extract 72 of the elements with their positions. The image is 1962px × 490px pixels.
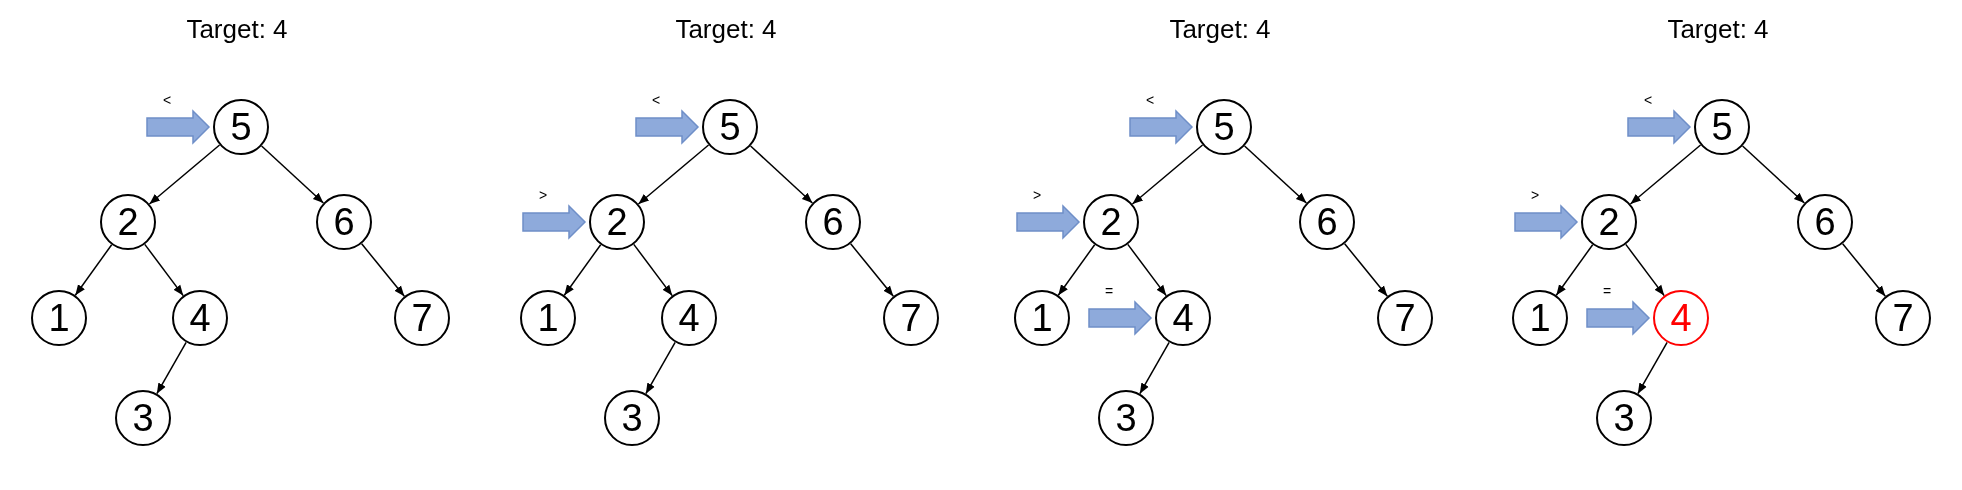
tree-node-circle: 4 <box>1653 290 1709 346</box>
arrow <box>148 144 221 205</box>
arrow <box>360 243 406 297</box>
pointer-arrow <box>635 109 700 145</box>
tree-node-circle: 5 <box>1196 99 1252 155</box>
pointer-arrow <box>1514 204 1579 240</box>
arrow <box>1841 243 1887 297</box>
pointer-arrow <box>1016 204 1081 240</box>
arrow <box>1741 145 1806 204</box>
edge-label: > <box>1529 188 1542 202</box>
tree-node-circle: 7 <box>1875 290 1931 346</box>
pointer-arrow <box>146 109 211 145</box>
arrow <box>633 243 673 297</box>
tree-node-circle: 7 <box>883 290 939 346</box>
panel-title: Target: 4 <box>1666 14 1770 45</box>
tree-node-circle: 3 <box>115 390 171 446</box>
tree-node-circle: 4 <box>172 290 228 346</box>
tree-node-circle: 4 <box>661 290 717 346</box>
tree-node-circle: 2 <box>1083 194 1139 250</box>
edge-label: < <box>650 93 663 107</box>
arrow <box>637 144 710 205</box>
tree-node-circle: 3 <box>1596 390 1652 446</box>
pointer-arrow <box>1129 109 1194 145</box>
tree-node-circle: 1 <box>31 290 87 346</box>
tree-node-circle: 3 <box>604 390 660 446</box>
arrow <box>1057 244 1096 296</box>
pointer-arrow <box>1627 109 1692 145</box>
edge-label: > <box>537 188 550 202</box>
tree-node-circle: 1 <box>520 290 576 346</box>
arrow <box>563 244 602 296</box>
panel-title: Target: 4 <box>1168 14 1272 45</box>
arrow <box>260 145 325 204</box>
arrow <box>156 341 187 395</box>
tree-node-circle: 2 <box>589 194 645 250</box>
tree-node-circle: 6 <box>1797 194 1853 250</box>
arrow <box>645 341 676 395</box>
arrow <box>1131 144 1204 205</box>
arrow <box>749 145 814 204</box>
arrow <box>1139 341 1170 395</box>
tree-node-circle: 1 <box>1014 290 1070 346</box>
edge-label: < <box>1144 93 1157 107</box>
tree-node-circle: 1 <box>1512 290 1568 346</box>
arrow <box>1343 243 1389 297</box>
tree-node-circle: 5 <box>702 99 758 155</box>
pointer-arrow <box>1088 300 1153 336</box>
edge-label: < <box>1642 93 1655 107</box>
arrow <box>849 243 895 297</box>
edge-label: < <box>161 93 174 107</box>
tree-node-circle: 6 <box>316 194 372 250</box>
pointer-arrow <box>522 204 587 240</box>
arrow <box>1625 243 1665 297</box>
tree-node-circle: 3 <box>1098 390 1154 446</box>
tree-node-circle: 7 <box>394 290 450 346</box>
arrow <box>1637 341 1668 395</box>
tree-node-circle: 5 <box>1694 99 1750 155</box>
tree-node-circle: 5 <box>213 99 269 155</box>
edge-label: > <box>1031 188 1044 202</box>
pointer-arrow <box>1586 300 1651 336</box>
tree-node-circle: 2 <box>100 194 156 250</box>
tree-node-circle: 7 <box>1377 290 1433 346</box>
arrow <box>1243 145 1308 204</box>
panel-title: Target: 4 <box>674 14 778 45</box>
arrow <box>1127 243 1167 297</box>
tree-node-circle: 6 <box>805 194 861 250</box>
arrow <box>1629 144 1702 205</box>
tree-node-circle: 2 <box>1581 194 1637 250</box>
panel-title: Target: 4 <box>185 14 289 45</box>
arrow <box>144 243 184 297</box>
tree-node-circle: 6 <box>1299 194 1355 250</box>
arrow <box>1555 244 1594 296</box>
arrow <box>74 244 113 296</box>
tree-node-circle: 4 <box>1155 290 1211 346</box>
